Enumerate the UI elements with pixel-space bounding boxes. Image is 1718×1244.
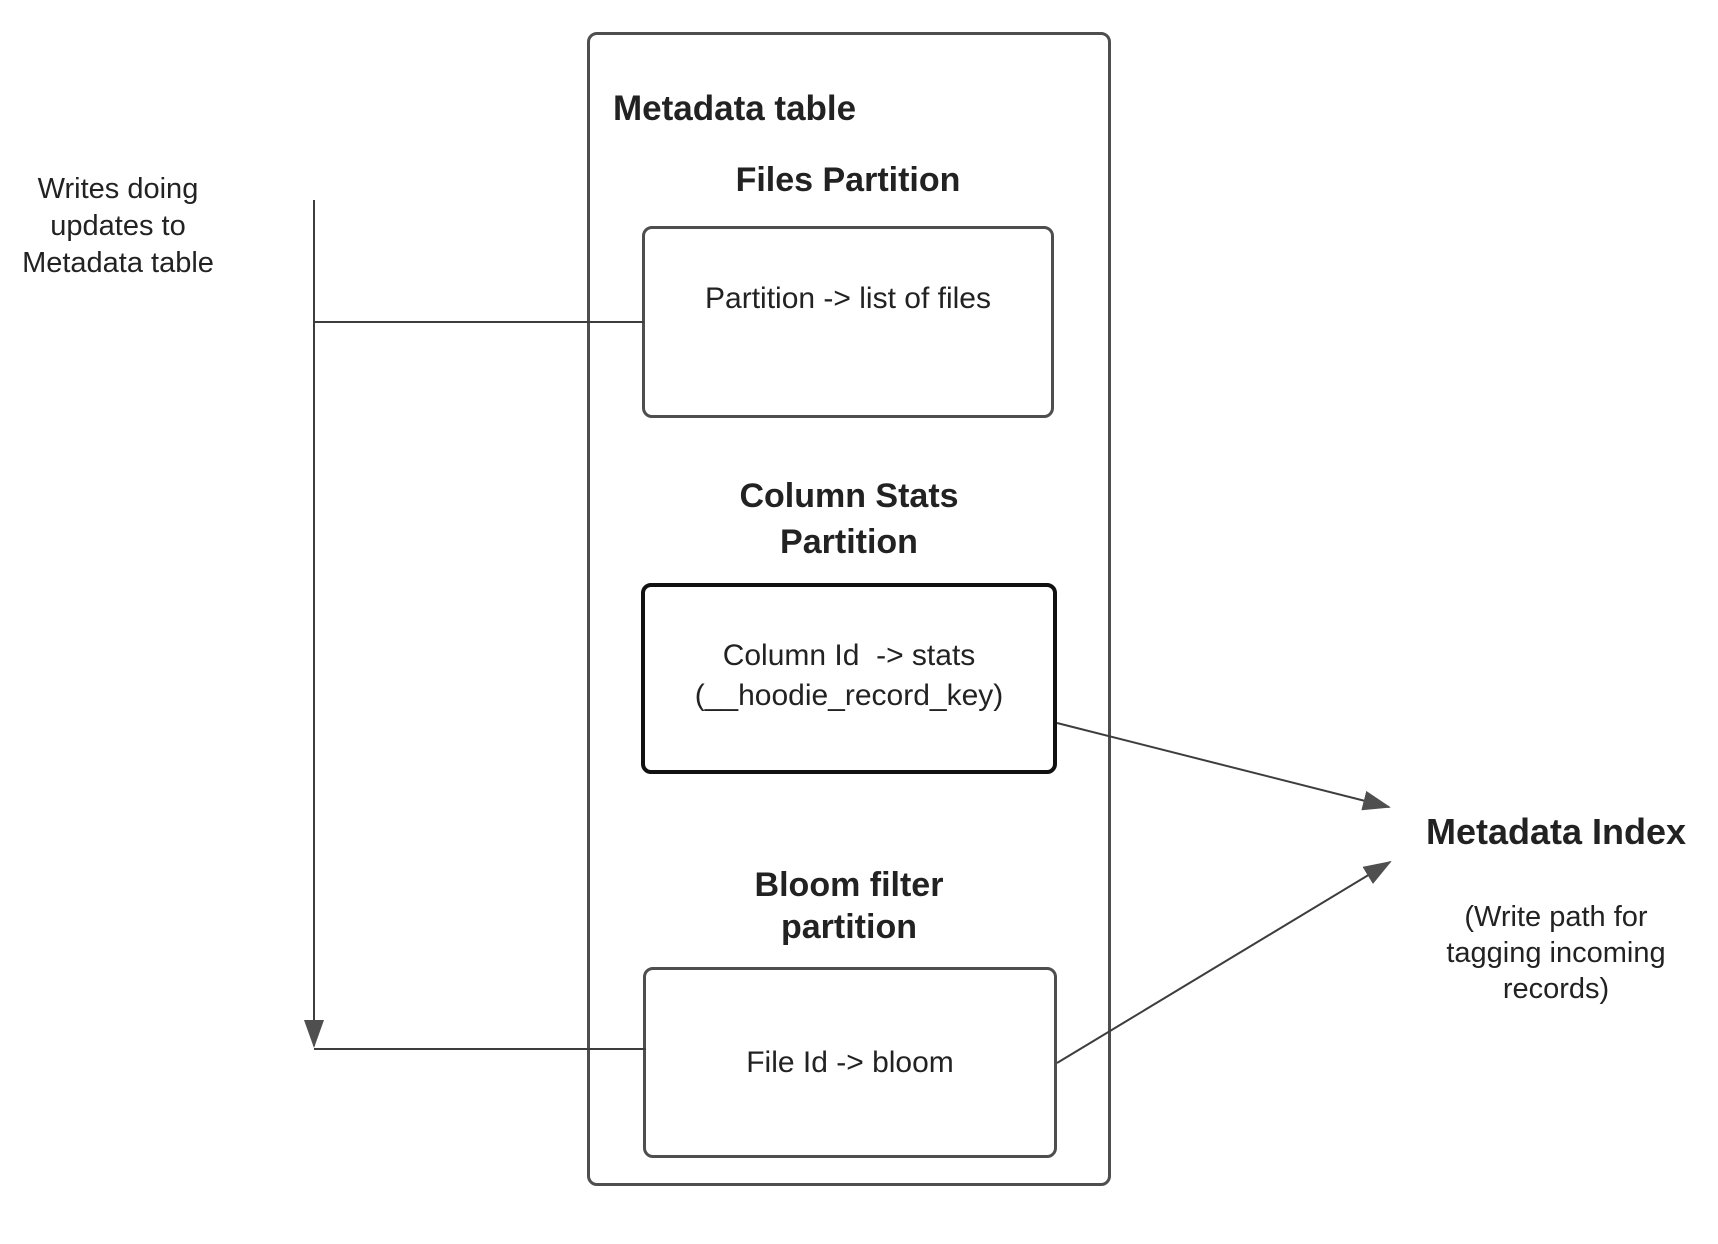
metadata-table-container bbox=[587, 32, 1111, 1186]
metadata-index-subtitle: (Write path for tagging incoming records… bbox=[1446, 901, 1666, 1005]
column-stats-partition-text: Column Id -> stats (__hoodie_record_key) bbox=[694, 638, 1004, 712]
metadata-index-title: Metadata Index bbox=[1425, 811, 1687, 852]
bloom-filter-partition-text: File Id -> bloom bbox=[746, 1045, 954, 1079]
metadata-table-title: Metadata table bbox=[613, 89, 857, 128]
bloom-filter-partition-box: File Id -> bloom bbox=[643, 967, 1057, 1158]
column-stats-partition-heading: Column Stats Partition bbox=[739, 477, 959, 561]
files-partition-heading: Files Partition bbox=[735, 161, 961, 199]
files-partition-box: Partition -> list of files bbox=[642, 226, 1054, 418]
column-stats-partition-box: Column Id -> stats (__hoodie_record_key) bbox=[641, 583, 1057, 774]
bloom-filter-partition-heading: Bloom filter partition bbox=[754, 866, 944, 946]
files-partition-text: Partition -> list of files bbox=[705, 282, 991, 315]
writes-annotation-label: Writes doing updates to Metadata table bbox=[22, 173, 214, 279]
